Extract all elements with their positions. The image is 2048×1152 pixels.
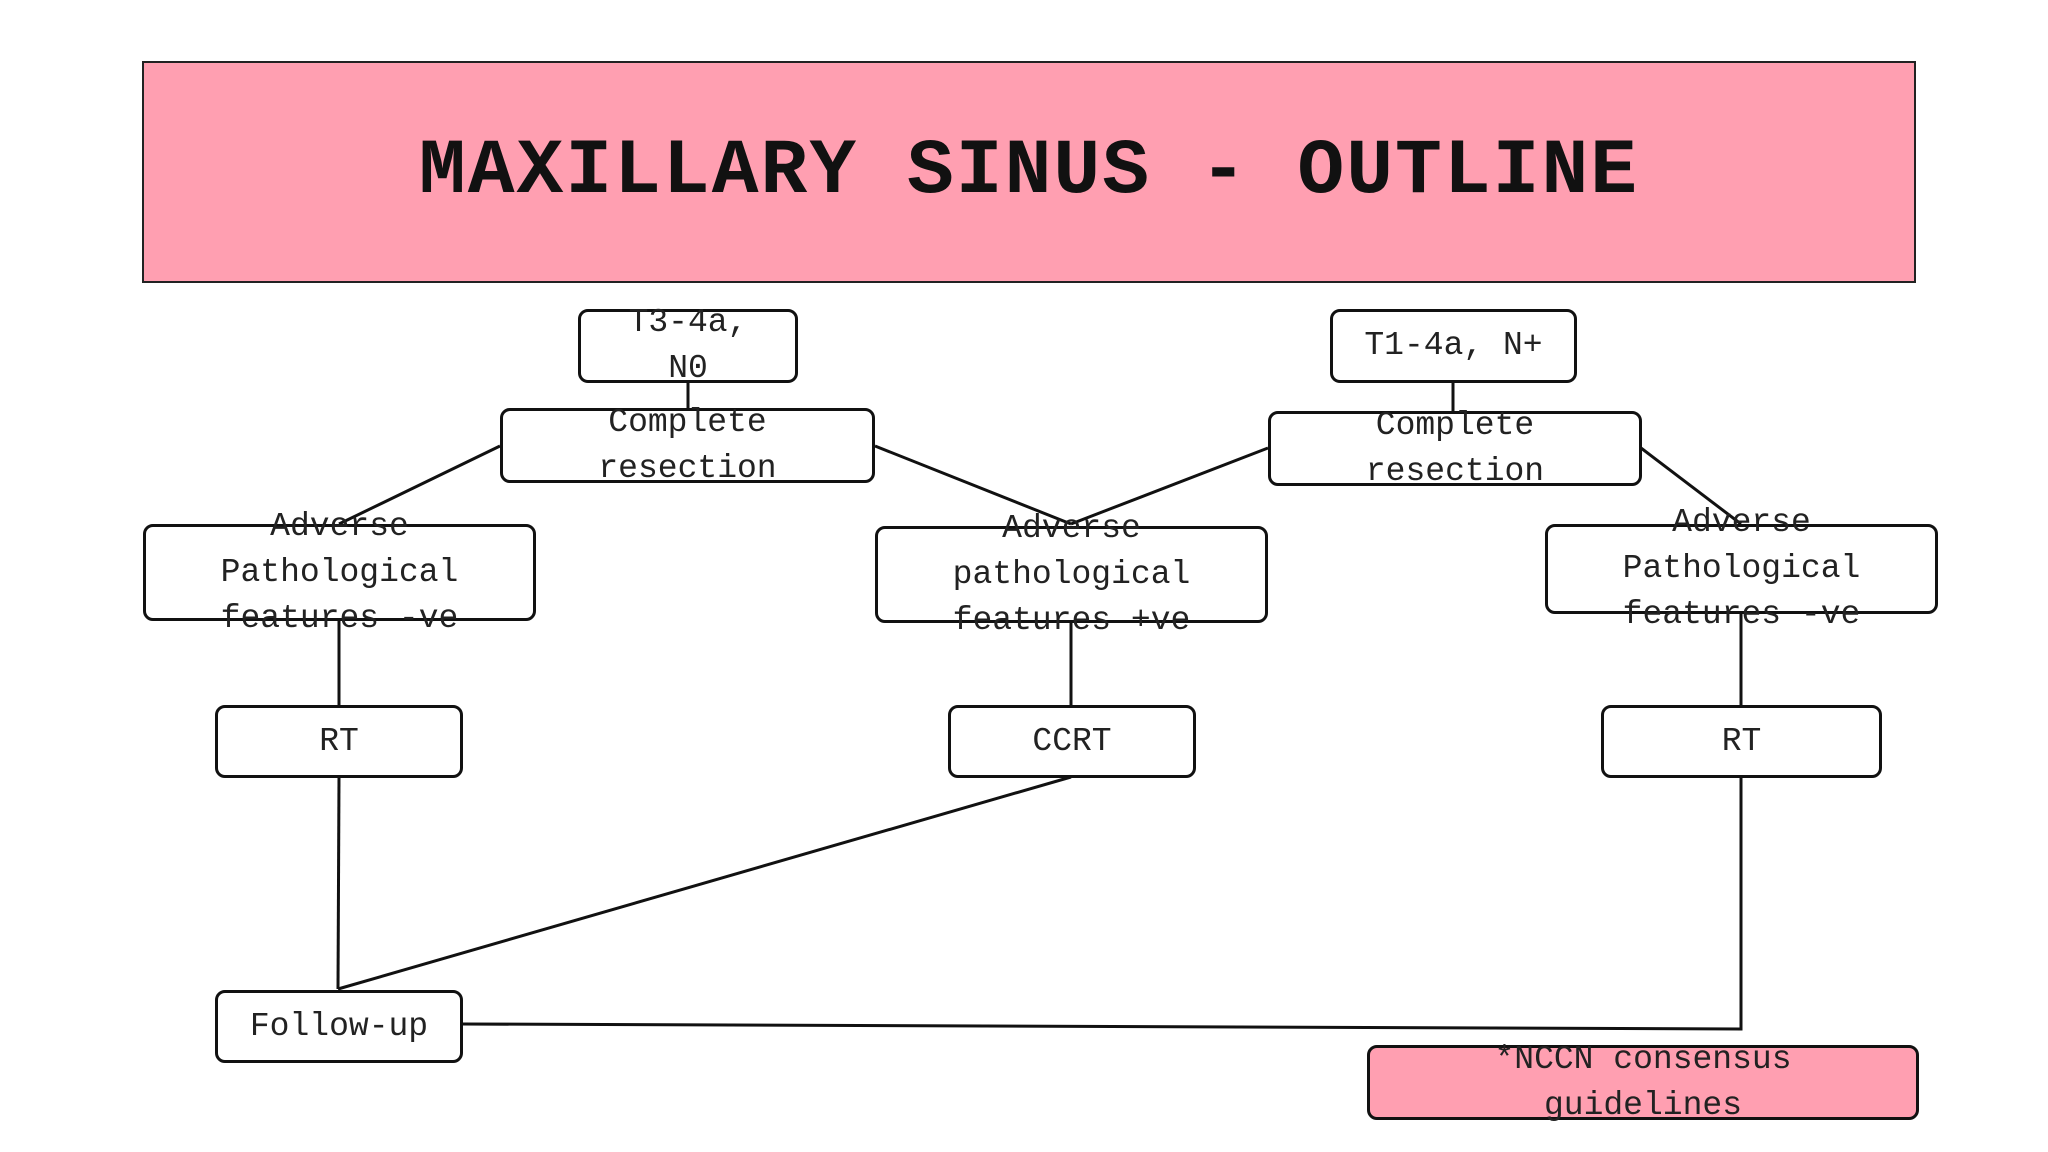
nccn-footnote-label: *NCCN consensus guidelines (1494, 1040, 1792, 1124)
ccrt-box: CCRT (948, 705, 1196, 778)
adverse-features-negative-left-box: Adverse Pathological features -ve (143, 508, 536, 637)
adverse-features-positive-center-label: Adverse pathological features +ve (952, 509, 1191, 639)
stage-t1-4a-nplus-label: T1-4a, N+ (1364, 327, 1543, 364)
connector-resection-right-to-adverse-center (1070, 446, 1269, 526)
adverse-features-positive-center-box: Adverse pathological features +ve (875, 510, 1268, 639)
rt-right-label: RT (1721, 722, 1762, 760)
nccn-footnote-box: *NCCN consensus guidelines (1367, 1041, 1919, 1124)
stage-t3-4a-n0-box: T3-4a, N0 (578, 304, 798, 387)
rt-left-label: RT (319, 722, 359, 760)
adverse-features-negative-right-box: Adverse Pathological features -ve (1545, 504, 1938, 633)
connector-rt-left-to-follow-up (336, 776, 341, 990)
rt-left-box: RT (215, 705, 463, 778)
adverse-features-negative-left-label: Adverse Pathological features -ve (220, 507, 459, 637)
stage-t1-4a-nplus-box: T1-4a, N+ (1330, 309, 1577, 383)
adverse-features-negative-right-label: Adverse Pathological features -ve (1622, 504, 1861, 633)
complete-resection-left-label: Complete resection (598, 403, 777, 487)
ccrt-label: CCRT (1032, 722, 1112, 760)
complete-resection-left-box: Complete resection (500, 404, 875, 487)
connector-rt-right-to-follow-up (460, 777, 1743, 1031)
title-banner: MAXILLARY SINUS - OUTLINE (142, 61, 1916, 283)
connector-resection-left-to-adverse-left (338, 444, 501, 526)
follow-up-box: Follow-up (215, 990, 463, 1063)
follow-up-label: Follow-up (249, 1007, 429, 1045)
stage-t3-4a-n0-label: T3-4a, N0 (628, 304, 748, 387)
connector-resection-right-to-adverse-right (1640, 446, 1742, 526)
connector-ccrt-to-follow-up (337, 775, 1072, 991)
connector-resection-left-to-adverse-center (874, 444, 1072, 526)
complete-resection-right-label: Complete resection (1365, 406, 1545, 490)
complete-resection-right-box: Complete resection (1268, 407, 1642, 490)
rt-right-box: RT (1601, 705, 1882, 778)
page-title: MAXILLARY SINUS - OUTLINE (418, 128, 1640, 216)
